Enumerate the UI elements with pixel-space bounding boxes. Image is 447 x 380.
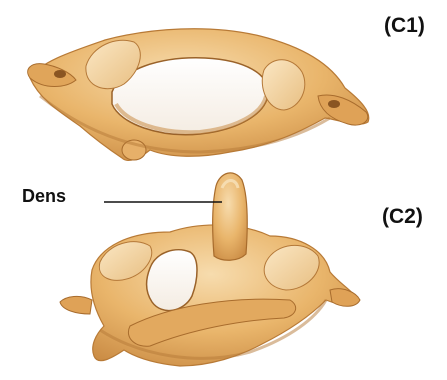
c1-label: (C1) (384, 14, 425, 38)
axis-right-transverse-process (330, 289, 360, 307)
c2-label: (C2) (382, 205, 423, 229)
axis-left-transverse-process (60, 296, 92, 314)
atlas-left-transverse-foramen (54, 70, 66, 78)
atlas-right-facet (262, 60, 305, 110)
atlas-c1-vertebra (28, 29, 369, 161)
dens-odontoid-process (213, 173, 248, 260)
atlas-right-transverse-foramen (328, 100, 340, 108)
dens-label: Dens (22, 186, 66, 207)
